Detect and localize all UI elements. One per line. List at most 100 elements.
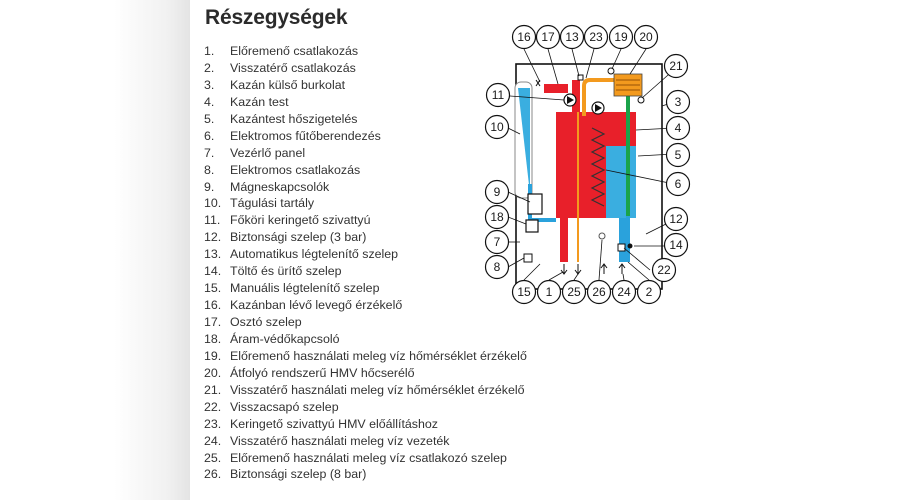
callout-13: 13 bbox=[559, 24, 585, 50]
parts-list-item: 23.Keringető szivattyú HMV előállításhoz bbox=[204, 416, 527, 433]
part-number: 8. bbox=[204, 162, 215, 177]
parts-list-item: 21.Visszatérő használati meleg víz hőmér… bbox=[204, 382, 527, 399]
svg-text:26: 26 bbox=[592, 285, 606, 299]
bottom-leader-lines bbox=[523, 239, 650, 281]
exchanger-fins bbox=[616, 79, 640, 91]
svg-text:7: 7 bbox=[494, 235, 501, 249]
svg-text:19: 19 bbox=[614, 30, 628, 44]
pump-dhw-arrow bbox=[595, 104, 602, 112]
part-number: 2. bbox=[204, 60, 215, 75]
callout-26: 26 bbox=[586, 279, 612, 305]
part-label: Tágulási tartály bbox=[230, 196, 315, 211]
parts-list-item: 12. Biztonsági szelep (3 bar) bbox=[204, 229, 527, 246]
parts-list-item: 1.Előremenő csatlakozás bbox=[204, 43, 527, 60]
parts-list-item: 3. Kazán külső burkolat bbox=[204, 77, 527, 94]
arrow-up-icon bbox=[600, 263, 608, 274]
part-number: 10. bbox=[204, 196, 222, 211]
part-label: Kazántest hőszigetelés bbox=[230, 111, 358, 126]
part-number: 12. bbox=[204, 230, 222, 245]
parts-list-item: 5.Kazántest hőszigetelés bbox=[204, 111, 527, 128]
part-label: Kazán külső burkolat bbox=[230, 77, 346, 92]
callout-5: 5 bbox=[665, 142, 691, 168]
callout-8: 8 bbox=[484, 254, 510, 280]
svg-text:13: 13 bbox=[565, 30, 579, 44]
dhw-pipe-orange bbox=[582, 78, 618, 116]
svg-text:21: 21 bbox=[669, 59, 683, 73]
svg-text:3: 3 bbox=[675, 95, 682, 109]
fill-drain-valve bbox=[627, 243, 633, 249]
part-label: Átfolyó rendszerű HMV hőcserélő bbox=[230, 365, 415, 380]
part-label: Vezérlő panel bbox=[230, 145, 306, 160]
part-number: 1. bbox=[204, 44, 215, 58]
callout-11: 11 bbox=[485, 82, 511, 108]
parts-list-item: 2.Visszatérő csatlakozás bbox=[204, 60, 527, 77]
callout-21: 21 bbox=[663, 53, 689, 79]
callout-15: 15 bbox=[511, 279, 537, 305]
parts-list-item: 26.Biztonsági szelep (8 bar) bbox=[204, 466, 527, 483]
parts-list-item: 6. Elektromos fűtőberendezés bbox=[204, 128, 527, 145]
part-label: Manuális légtelenítő szelep bbox=[230, 281, 380, 296]
arrow-down-icon bbox=[560, 264, 568, 275]
rcd-box bbox=[525, 219, 539, 233]
check-valve bbox=[617, 243, 626, 252]
part-number: 11. bbox=[204, 213, 221, 228]
part-number: 7. bbox=[204, 145, 215, 160]
part-number: 15. bbox=[204, 281, 222, 296]
parts-list-item: 4.Kazán test bbox=[204, 94, 527, 111]
hot-pipe-top bbox=[544, 84, 568, 93]
left-shade bbox=[0, 0, 190, 500]
callout-7: 7 bbox=[484, 229, 510, 255]
callout-17: 17 bbox=[535, 24, 561, 50]
parts-list-item: 18.Áram-védőkapcsoló bbox=[204, 331, 527, 348]
svg-text:10: 10 bbox=[490, 120, 504, 134]
safety-valve-8bar bbox=[598, 232, 606, 240]
svg-text:11: 11 bbox=[492, 88, 505, 102]
callout-23: 23 bbox=[583, 24, 609, 50]
part-label: Keringető szivattyú HMV előállításhoz bbox=[230, 416, 438, 431]
dhw-return-sensor bbox=[637, 96, 645, 104]
page-title: Részegységek bbox=[205, 6, 348, 29]
auto-air-vent bbox=[577, 74, 584, 81]
callout-18: 18 bbox=[484, 204, 510, 230]
parts-list: 1.Előremenő csatlakozás 2.Visszatérő csa… bbox=[204, 43, 527, 483]
svg-text:24: 24 bbox=[617, 285, 631, 299]
parts-list-item: 14.Töltő és ürítő szelep bbox=[204, 263, 527, 280]
part-label: Elektromos fűtőberendezés bbox=[230, 128, 381, 143]
part-number: 26. bbox=[204, 467, 222, 482]
part-label: Visszatérő használati meleg víz vezeték bbox=[230, 433, 450, 448]
parts-list-item: 10. Tágulási tartály bbox=[204, 195, 527, 212]
dhw-flow-sensor bbox=[607, 67, 615, 75]
svg-text:23: 23 bbox=[589, 30, 603, 44]
part-number: 3. bbox=[204, 77, 215, 92]
svg-text:1: 1 bbox=[546, 285, 553, 299]
part-label: Előremenő használati meleg víz csatlakoz… bbox=[230, 450, 507, 465]
part-number: 21. bbox=[204, 382, 222, 397]
svg-text:9: 9 bbox=[494, 185, 501, 199]
part-number: 13. bbox=[204, 247, 222, 262]
part-number: 25. bbox=[204, 450, 222, 465]
callout-14: 14 bbox=[663, 232, 689, 258]
callout-2: 2 bbox=[636, 279, 662, 305]
part-number: 4. bbox=[204, 94, 215, 109]
parts-list-item: 15. Manuális légtelenítő szelep bbox=[204, 280, 527, 297]
part-label: Elektromos csatlakozás bbox=[230, 162, 361, 177]
heating-coil bbox=[590, 127, 606, 207]
electrical-connection-box bbox=[523, 253, 533, 263]
svg-text:16: 16 bbox=[517, 30, 531, 44]
svg-text:15: 15 bbox=[517, 285, 531, 299]
part-label: Biztonsági szelep (3 bar) bbox=[230, 230, 367, 245]
part-number: 24. bbox=[204, 433, 222, 448]
part-label: Töltő és ürítő szelep bbox=[230, 264, 342, 279]
svg-text:6: 6 bbox=[675, 177, 682, 191]
arrow-up-icon bbox=[618, 263, 626, 274]
callout-20: 20 bbox=[633, 24, 659, 50]
part-number: 22. bbox=[204, 399, 222, 414]
parts-list-item: 20.Átfolyó rendszerű HMV hőcserélő bbox=[204, 365, 527, 382]
svg-text:17: 17 bbox=[541, 30, 555, 44]
callout-1: 1 bbox=[536, 279, 562, 305]
part-number: 6. bbox=[204, 128, 215, 143]
parts-list-item: 22.Visszacsapó szelep bbox=[204, 399, 527, 416]
callout-24: 24 bbox=[611, 279, 637, 305]
part-number: 19. bbox=[204, 348, 222, 363]
svg-text:5: 5 bbox=[675, 148, 682, 162]
